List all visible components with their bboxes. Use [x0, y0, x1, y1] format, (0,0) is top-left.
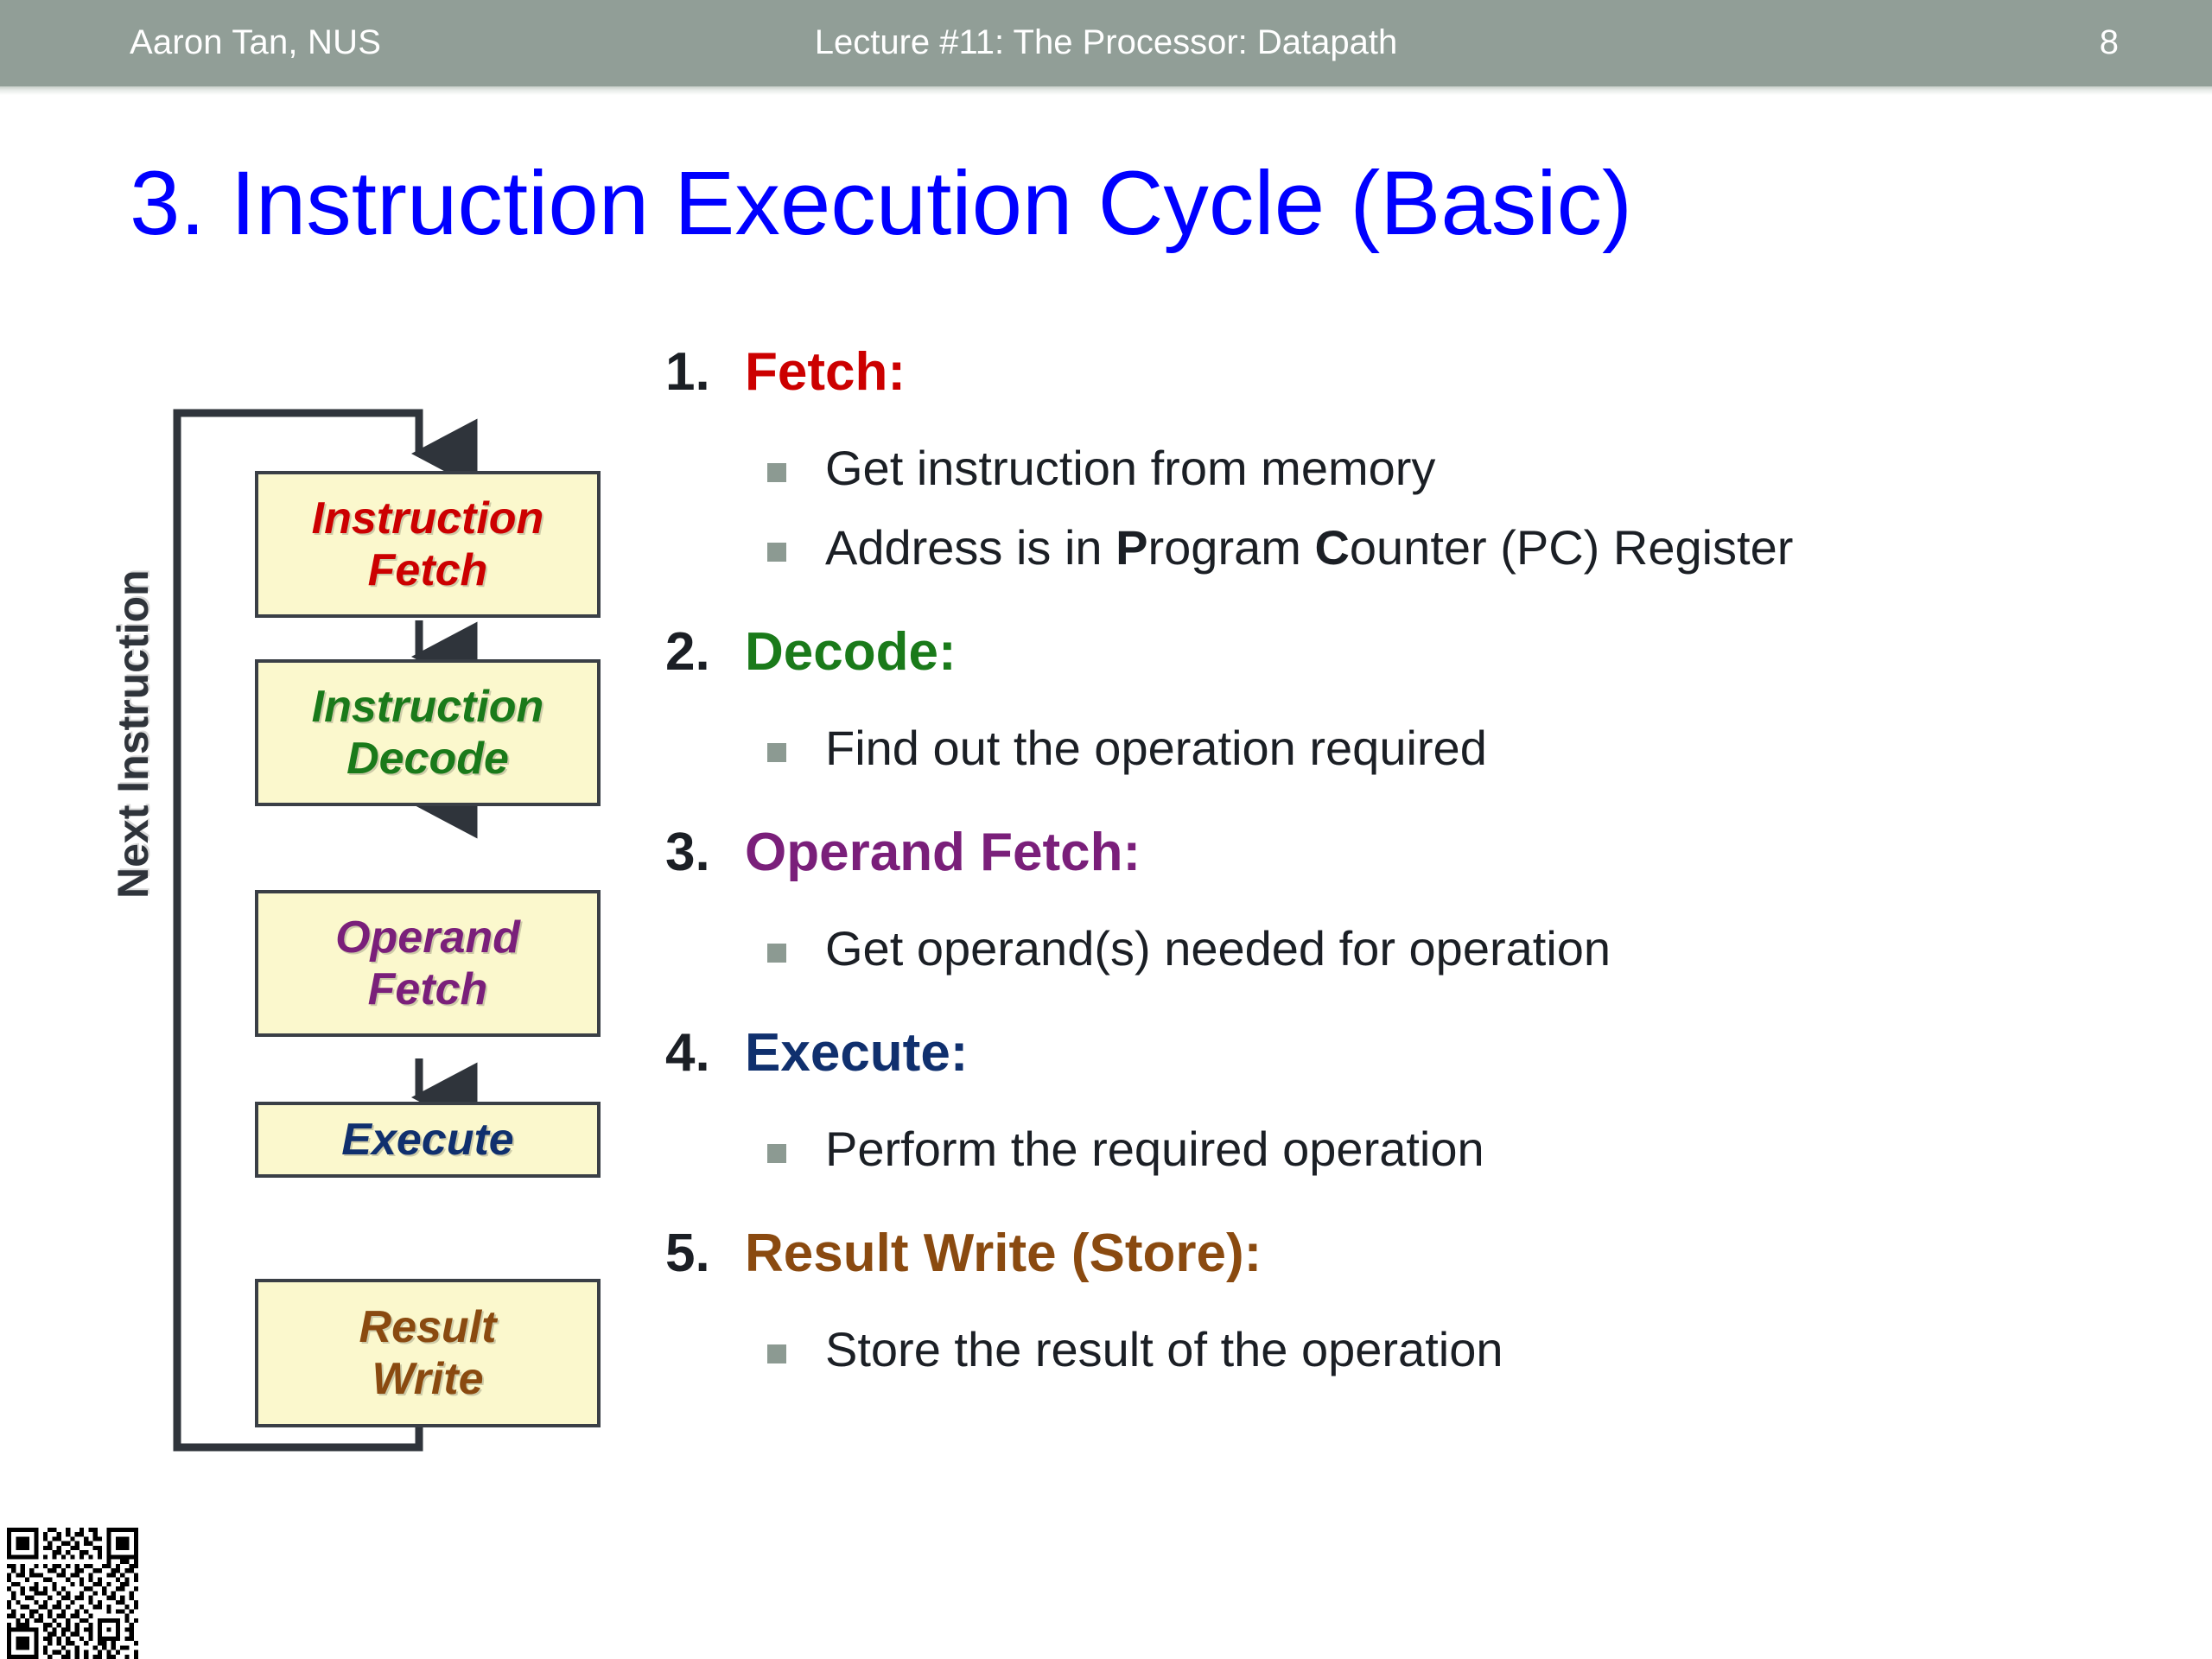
bullet-text: Store the result of the operation [825, 1322, 1503, 1376]
step-number: 5. [665, 1224, 710, 1283]
list-item: Find out the operation required [665, 724, 2134, 772]
flow-box-instruction-decode[interactable]: Instruction Decode [255, 659, 601, 806]
instruction-cycle-flowchart: Next Instruction Instruction Fetch Instr… [0, 380, 657, 1469]
header-bar [0, 0, 2212, 86]
flow-box-text: Instruction Fetch [311, 493, 544, 595]
step-label: Fetch: [745, 342, 906, 402]
list-item: Perform the required operation [665, 1125, 2134, 1173]
bullet-square-icon [767, 1344, 786, 1363]
step-label: Decode: [745, 622, 957, 682]
bullet-text-bold-p: P [1116, 520, 1148, 575]
next-instruction-label: Next Instruction [109, 569, 157, 899]
flow-box-text: Execute [341, 1114, 514, 1165]
bullet-square-icon [767, 944, 786, 963]
step-bullets: Perform the required operation [665, 1125, 2134, 1173]
step-number: 2. [665, 622, 710, 682]
list-item: Get instruction from memory [665, 444, 2134, 493]
list-item: Store the result of the operation [665, 1325, 2134, 1374]
flow-box-operand-fetch[interactable]: Operand Fetch [255, 890, 601, 1037]
step-heading: 2.Decode: [665, 626, 2134, 679]
flow-box-text: Result Write [359, 1301, 497, 1404]
flow-box-instruction-fetch[interactable]: Instruction Fetch [255, 471, 601, 618]
bullet-square-icon [767, 463, 786, 482]
step-number: 4. [665, 1023, 710, 1083]
bullet-text: Get operand(s) needed for operation [825, 921, 1611, 976]
list-item: Get operand(s) needed for operation [665, 925, 2134, 973]
step-number: 3. [665, 823, 710, 882]
list-item: Address is in Program Counter (PC) Regis… [665, 524, 2134, 572]
step-label: Result Write (Store): [745, 1224, 1262, 1283]
step-heading: 3. Operand Fetch: [665, 826, 2134, 880]
bullet-text-mid: rogram [1147, 520, 1315, 575]
page-title: 3. Instruction Execution Cycle (Basic) [130, 153, 1633, 254]
step-number: 1. [665, 342, 710, 402]
bullet-square-icon [767, 543, 786, 562]
step-item-fetch: 1.Fetch: Get instruction from memory Add… [665, 346, 2134, 572]
header-author: Aaron Tan, NUS [130, 23, 382, 61]
header-page-number: 8 [2099, 23, 2119, 61]
step-item-operand-fetch: 3. Operand Fetch: Get operand(s) needed f… [665, 826, 2134, 973]
bullet-text: Perform the required operation [825, 1122, 1484, 1176]
bullet-text-suffix: ounter (PC) Register [1349, 520, 1794, 575]
bullet-text: Get instruction from memory [825, 441, 1436, 495]
flow-box-execute[interactable]: Execute [255, 1102, 601, 1178]
step-bullets: Store the result of the operation [665, 1325, 2134, 1374]
bullet-text-prefix: Address is in [825, 520, 1116, 575]
bullet-square-icon [767, 1144, 786, 1163]
flow-box-text: Operand Fetch [335, 912, 520, 1014]
step-heading: 1.Fetch: [665, 346, 2134, 399]
step-bullets: Get instruction from memory Address is i… [665, 444, 2134, 572]
flow-box-result-write[interactable]: Result Write [255, 1279, 601, 1427]
flow-box-text: Instruction Decode [311, 681, 544, 784]
header-underline [0, 86, 2212, 95]
step-label: Execute: [745, 1023, 969, 1083]
bullet-text-bold-c: C [1314, 520, 1350, 575]
step-bullets: Find out the operation required [665, 724, 2134, 772]
header-lecture-title: Lecture #11: The Processor: Datapath [814, 23, 1398, 61]
step-heading: 5. Result Write (Store): [665, 1227, 2134, 1281]
bullet-square-icon [767, 743, 786, 762]
step-item-result-write: 5. Result Write (Store): Store the result… [665, 1227, 2134, 1374]
step-label: Operand Fetch: [745, 823, 1141, 882]
step-item-decode: 2.Decode: Find out the operation require… [665, 626, 2134, 772]
step-item-execute: 4.Execute: Perform the required operatio… [665, 1027, 2134, 1173]
bullet-text: Find out the operation required [825, 721, 1487, 775]
qr-code[interactable] [2, 1528, 143, 1659]
instruction-cycle-steps: 1.Fetch: Get instruction from memory Add… [665, 346, 2134, 1374]
step-bullets: Get operand(s) needed for operation [665, 925, 2134, 973]
step-heading: 4.Execute: [665, 1027, 2134, 1080]
